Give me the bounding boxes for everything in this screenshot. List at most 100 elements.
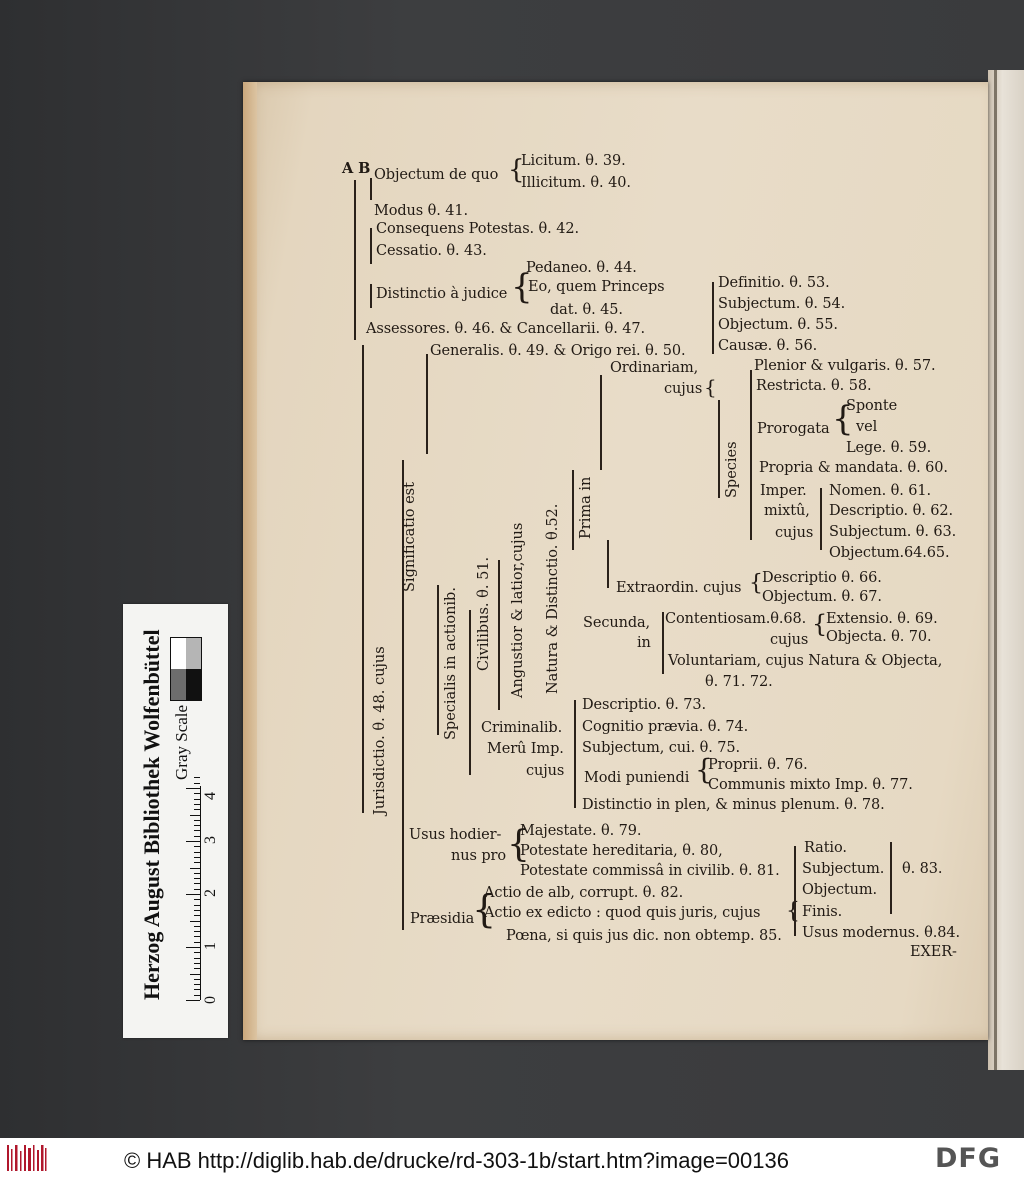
ruler-tick-1: 1 <box>202 942 219 950</box>
ruler-minor-tick <box>194 798 200 800</box>
text-ratio: Ratio. <box>804 840 847 856</box>
swatch <box>171 638 186 669</box>
ruler-minor-tick <box>194 846 200 848</box>
vertical-natura: Natura & Distinctio. θ.52. <box>545 503 561 694</box>
ruler-minor-tick <box>194 957 200 959</box>
text-usus-hodier: Usus hodier- <box>409 827 502 843</box>
footer-bar <box>0 1138 1024 1178</box>
ruler-minor-tick <box>194 899 200 901</box>
dfg-logo: DFG <box>935 1143 1002 1174</box>
text-descriptio62: Descriptio. θ. 62. <box>829 503 953 519</box>
text-modus: Modus θ. 41. <box>374 203 469 219</box>
brace: { <box>507 824 530 865</box>
text-propria: Propria & mandata. θ. 60. <box>759 460 948 476</box>
ruler-minor-tick <box>194 994 200 996</box>
text-subjectum54: Subjectum. θ. 54. <box>718 296 846 312</box>
brace: { <box>695 753 713 786</box>
text-objectum55: Objectum. θ. 55. <box>718 317 838 333</box>
ruler-minor-tick <box>194 819 200 821</box>
ruler-minor-tick <box>194 782 200 784</box>
text-objecta70: Objecta. θ. 70. <box>826 629 932 645</box>
text-licitum: Licitum. θ. 39. <box>521 153 626 169</box>
text-vel: vel <box>856 419 878 435</box>
text-nomen: Nomen. θ. 61. <box>829 483 932 499</box>
ruler-minor-tick <box>186 947 200 948</box>
ruler-minor-tick <box>194 878 200 880</box>
text-distinctio78: Distinctio in plen, & minus plenum. θ. 7… <box>582 797 885 813</box>
text-secunda: Secunda, <box>583 615 651 631</box>
text-in-sec: in <box>637 635 651 651</box>
citation-link[interactable]: © HAB http://diglib.hab.de/drucke/rd-303… <box>124 1148 789 1173</box>
barcode-icon <box>7 1145 47 1171</box>
brace: { <box>749 571 763 596</box>
ruler-minor-tick <box>194 888 200 890</box>
ruler-minor-tick <box>194 793 200 795</box>
text-actio-edicto: Actio ex edicto : quod quis juris, cujus <box>484 905 761 921</box>
text-dat45: dat. θ. 45. <box>550 302 623 318</box>
brace: { <box>786 899 800 924</box>
text-cujus-crim: cujus <box>526 763 565 779</box>
text-extraordin: Extraordin. cujus <box>616 580 742 596</box>
gray-swatches <box>170 637 202 701</box>
ruler-minor-tick <box>194 931 200 933</box>
text-cujus-cont: cujus <box>770 632 809 648</box>
ruler-minor-tick <box>194 835 200 837</box>
text-poena: Pœna, si quis jus dic. non obtemp. 85. <box>506 928 782 944</box>
ruler-tick-4: 4 <box>202 792 219 800</box>
label-ab: A B <box>342 160 371 177</box>
text-cujus-ord: cujus <box>664 381 703 397</box>
page-binding-edge <box>243 82 257 1040</box>
institution-label: Herzog August Bibliothek Wolfenbüttel <box>139 629 164 1000</box>
ruler-minor-tick <box>186 894 200 895</box>
vertical-prima: Prima in <box>578 476 594 539</box>
text-descriptio73: Descriptio. θ. 73. <box>582 697 706 713</box>
ruler-minor-tick <box>194 904 200 906</box>
vertical-specialis: Specialis in actionib. <box>443 587 459 740</box>
ruler-minor-tick <box>194 803 200 805</box>
brace: { <box>812 610 828 638</box>
ruler-minor-tick <box>194 909 200 911</box>
ruler-minor-tick <box>194 925 200 927</box>
ruler-minor-tick <box>194 962 200 964</box>
text-assessores: Assessores. θ. 46. & Cancellarii. θ. 47. <box>366 321 645 337</box>
ruler-tick-3: 3 <box>202 836 219 844</box>
text-extensio: Extensio. θ. 69. <box>826 611 938 627</box>
text-actio82: Actio de alb, corrupt. θ. 82. <box>484 885 684 901</box>
ruler-minor-tick <box>194 978 200 980</box>
ruler-minor-tick <box>190 867 200 869</box>
text-prorogata: Prorogata <box>757 421 830 437</box>
ruler-minor-tick <box>194 809 200 811</box>
text-objectum6465: Objectum.64.65. <box>829 545 950 561</box>
text-majestate: Majestate. θ. 79. <box>520 823 642 839</box>
text-restricta: Restricta. θ. 58. <box>756 378 872 394</box>
text-consequens: Consequens Potestas. θ. 42. <box>376 221 579 237</box>
document-page <box>243 82 988 1040</box>
text-objectum: Objectum de quo <box>374 167 499 183</box>
ruler-minor-tick <box>186 788 200 789</box>
brace: { <box>472 887 497 931</box>
text-objectum67: Objectum. θ. 67. <box>762 589 882 605</box>
text-cujus-mixt: cujus <box>775 525 814 541</box>
text-modi: Modi puniendi <box>584 770 690 786</box>
text-pedaneo: Pedaneo. θ. 44. <box>526 260 637 276</box>
text-potestate81: Potestate commissâ in civilib. θ. 81. <box>520 863 780 879</box>
text-subjectum-r: Subjectum. <box>802 861 885 877</box>
ruler-minor-tick <box>194 984 200 986</box>
vertical-angustior: Angustior & latior,cujus <box>510 522 526 698</box>
swatch <box>186 638 201 669</box>
vertical-significatio: Significatio est <box>402 482 418 592</box>
text-objectum-r: Objectum. <box>802 882 877 898</box>
text-sponte: Sponte <box>846 398 898 414</box>
gray-scale-label: Gray Scale <box>172 704 191 780</box>
ruler-minor-tick <box>194 941 200 943</box>
text-nus-pro: nus pro <box>451 848 506 864</box>
ruler-minor-tick <box>194 830 200 832</box>
ruler-minor-tick <box>186 841 200 842</box>
text-voluntariam: Voluntariam, cujus Natura & Objecta, <box>668 653 943 669</box>
ruler-tick-2: 2 <box>202 889 219 897</box>
text-imper: Imper. <box>760 483 807 499</box>
page-gutter-line <box>994 70 997 1070</box>
brace: { <box>511 267 533 307</box>
text-lege: Lege. θ. 59. <box>846 440 932 456</box>
text-subjectum75: Subjectum, cui. θ. 75. <box>582 740 741 756</box>
